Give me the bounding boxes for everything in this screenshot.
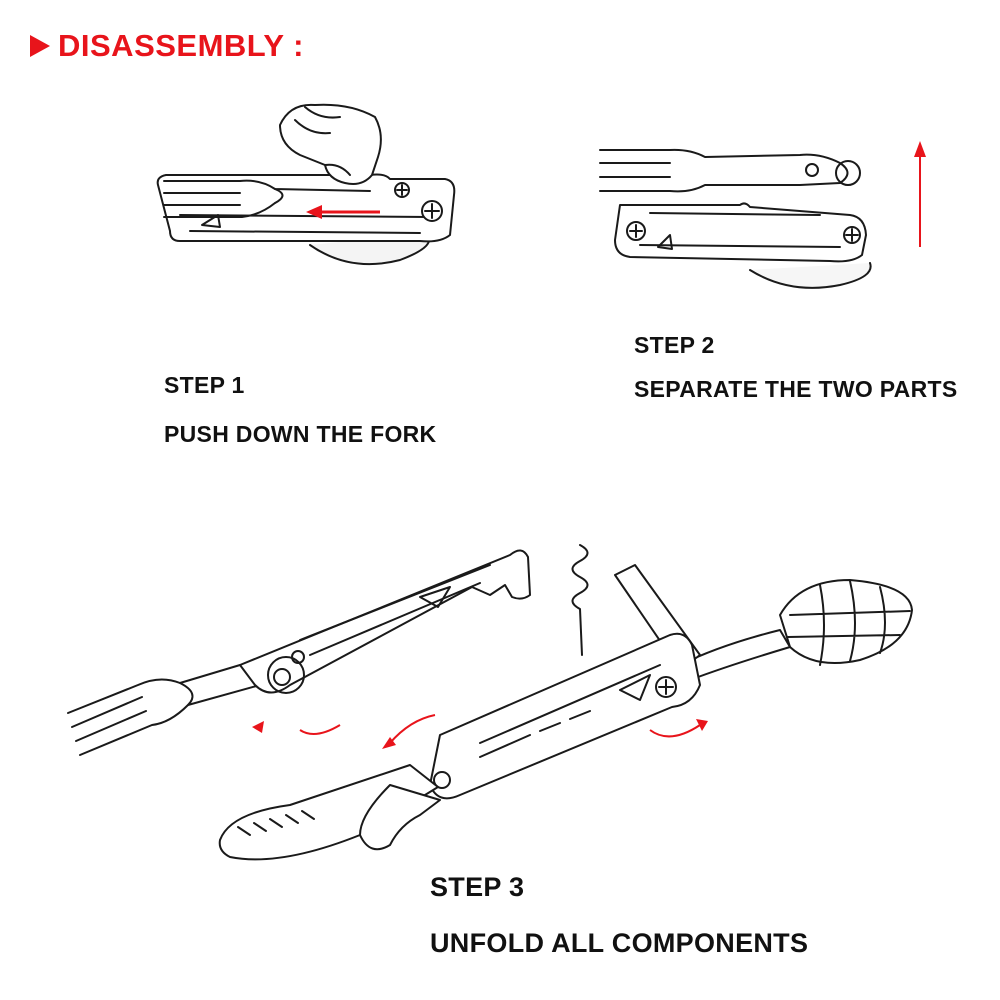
step1-instruction: PUSH DOWN THE FORK bbox=[164, 421, 437, 447]
step3-illustration bbox=[67, 544, 913, 861]
section-heading: DISASSEMBLY : bbox=[30, 28, 304, 64]
fork bbox=[163, 179, 371, 218]
arrow-left-icon bbox=[306, 205, 380, 219]
arrow-up-icon bbox=[914, 141, 926, 247]
step1-illustration bbox=[156, 103, 456, 266]
corkscrew bbox=[571, 544, 589, 656]
heading-text: DISASSEMBLY : bbox=[58, 28, 304, 63]
tool-body bbox=[429, 632, 701, 800]
step3-number: STEP 3 bbox=[430, 872, 525, 902]
bottle-opener bbox=[359, 784, 441, 851]
tool-body bbox=[156, 173, 456, 243]
fork bbox=[67, 664, 261, 756]
step2-instruction: SEPARATE THE TWO PARTS bbox=[634, 376, 958, 402]
step1-number: STEP 1 bbox=[164, 372, 245, 398]
spoon-neck bbox=[679, 629, 791, 681]
spoon-bowl bbox=[749, 262, 872, 289]
rotate-arrow-icon bbox=[299, 714, 701, 744]
screw bbox=[433, 771, 451, 789]
knife-blade bbox=[218, 764, 439, 861]
spoon-bowl bbox=[779, 579, 913, 664]
fork-handle bbox=[239, 549, 531, 694]
step2-number: STEP 2 bbox=[634, 332, 715, 358]
step3-instruction: UNFOLD ALL COMPONENTS bbox=[430, 928, 809, 958]
step2-illustration bbox=[599, 141, 926, 289]
hand bbox=[279, 103, 382, 185]
play-triangle-icon bbox=[30, 35, 50, 57]
